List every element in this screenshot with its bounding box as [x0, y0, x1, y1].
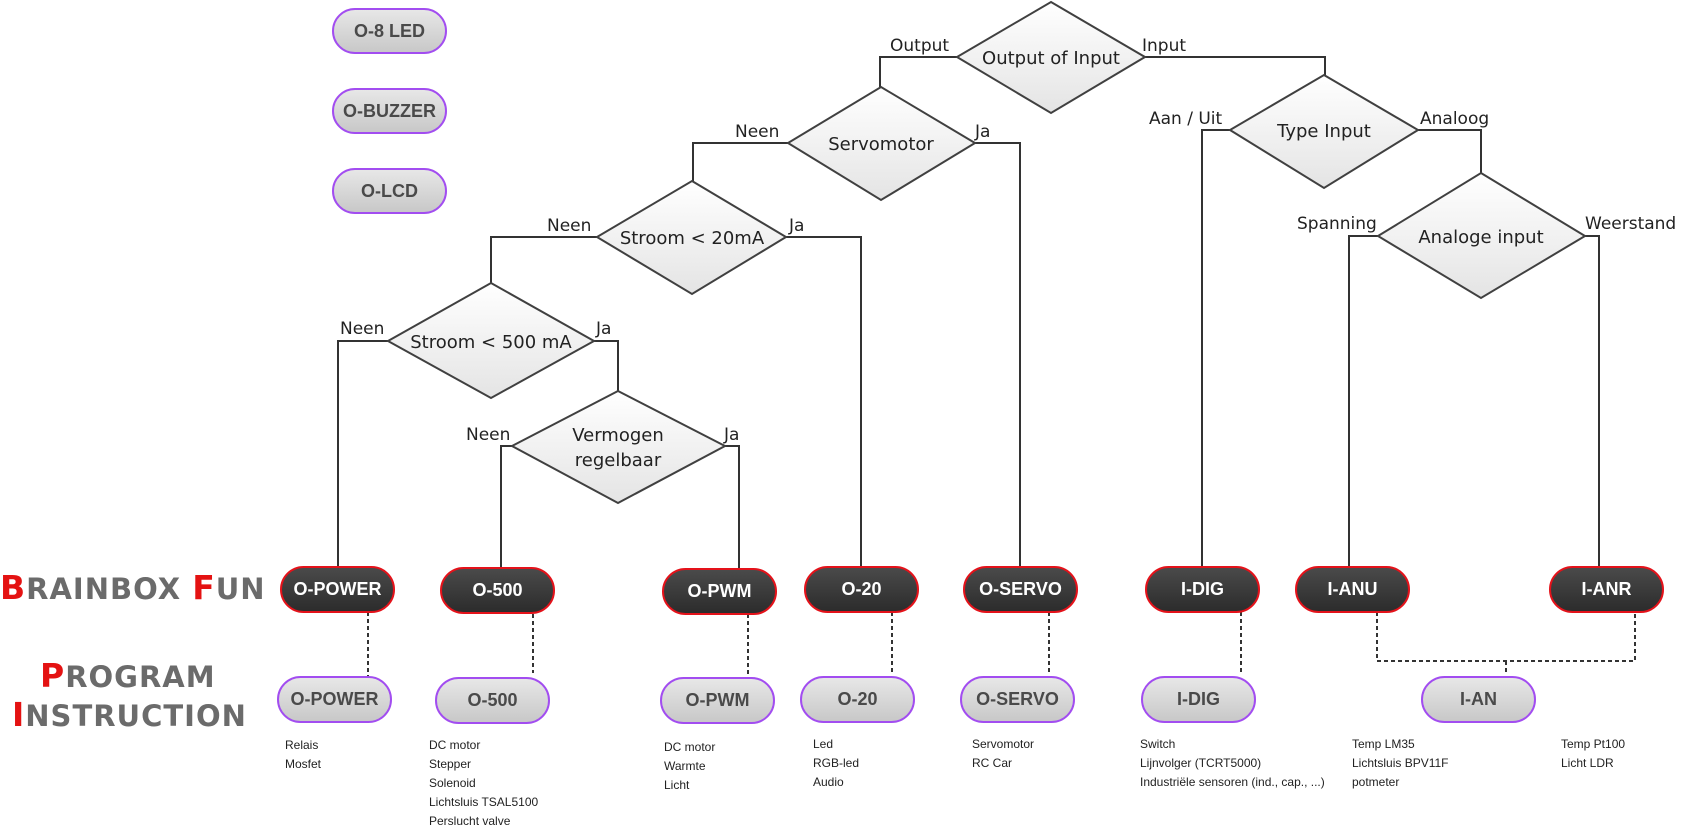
decision-stroom-500ma	[385, 281, 597, 400]
decision-stroom-20ma	[595, 179, 788, 296]
edge-label-verm-neen: Neen	[466, 425, 510, 445]
notes-o-power: Relais Mosfet	[285, 736, 321, 774]
legend-pill-o-8-led: O-8 LED	[332, 8, 447, 54]
program-block-o-pwm[interactable]: O-PWM	[660, 677, 775, 724]
decision-vermogen-regelbaar	[509, 389, 728, 505]
row-label-fun-rest: UN	[215, 572, 266, 606]
decision-analoge-input	[1376, 171, 1587, 300]
decision-type-input	[1228, 73, 1420, 190]
decision-analoge-input-label: Analoge input	[1418, 227, 1543, 248]
edge-label-s500-neen: Neen	[340, 319, 384, 339]
fun-block-i-anr[interactable]: I-ANR	[1549, 566, 1664, 613]
row-label-brainbox-fun: BRAINBOX FUN	[0, 570, 266, 607]
connector-lines	[337, 56, 1600, 583]
edge-label-verm-ja: Ja	[723, 425, 739, 445]
decision-output-or-input	[955, 0, 1147, 115]
edge-label-aan-uit: Aan / Uit	[1149, 109, 1223, 129]
row-label-instruction: INSTRUCTION	[12, 697, 247, 734]
row-label-fun-first: F	[192, 568, 216, 607]
edge-label-output: Output	[890, 36, 949, 56]
fun-block-o-power[interactable]: O-POWER	[280, 566, 395, 613]
note-line: DC motor	[664, 740, 716, 754]
row-label-instruction-first: I	[12, 695, 26, 734]
note-line: Led	[813, 737, 834, 751]
program-block-o-20[interactable]: O-20	[800, 676, 915, 723]
program-block-o-servo[interactable]: O-SERVO	[960, 676, 1075, 723]
note-line: Licht LDR	[1561, 756, 1614, 770]
row-label-brainbox-rest: RAINBOX	[26, 572, 182, 606]
note-line: Relais	[285, 738, 319, 752]
edge-label-servo-ja: Ja	[974, 122, 990, 142]
legend-pill-o-lcd: O-LCD	[332, 168, 447, 214]
fun-block-o-pwm[interactable]: O-PWM	[662, 568, 777, 615]
note-line: Audio	[813, 775, 844, 789]
row-label-instruction-rest: NSTRUCTION	[25, 699, 247, 733]
program-block-o-power[interactable]: O-POWER	[277, 676, 392, 723]
note-line: Industriële sensoren (ind., cap., ...)	[1140, 775, 1325, 789]
decision-type-input-label: Type Input	[1276, 121, 1371, 142]
notes-i-anr: Temp Pt100 Licht LDR	[1561, 735, 1625, 773]
row-label-brainbox-first: B	[0, 568, 27, 607]
decision-output-or-input-label: Output of Input	[982, 48, 1120, 69]
note-line: Warmte	[664, 759, 706, 773]
note-line: Stepper	[429, 757, 472, 771]
edge-label-weerstand: Weerstand	[1585, 214, 1676, 234]
decision-servomotor	[786, 85, 977, 202]
note-line: Lichtsluis BPV11F	[1352, 756, 1449, 770]
notes-i-anu: Temp LM35 Lichtsluis BPV11F potmeter	[1352, 735, 1449, 792]
row-label-program-rest: ROGRAM	[65, 660, 216, 694]
note-line: Perslucht valve	[429, 814, 511, 828]
note-line: Temp LM35	[1352, 737, 1415, 751]
legend-pill-o-buzzer: O-BUZZER	[332, 88, 447, 134]
edge-label-input: Input	[1142, 36, 1186, 56]
notes-o-20: Led RGB-led Audio	[813, 735, 859, 792]
note-line: RGB-led	[813, 756, 860, 770]
decision-vermogen-label-line1: Vermogen	[572, 425, 664, 446]
decision-stroom-500ma-label: Stroom < 500 mA	[410, 332, 572, 353]
decision-servomotor-label: Servomotor	[828, 134, 934, 155]
note-line: Switch	[1140, 737, 1176, 751]
fun-block-o-servo[interactable]: O-SERVO	[963, 566, 1078, 613]
row-label-program-first: P	[40, 656, 66, 695]
row-label-program: PROGRAM	[40, 658, 216, 695]
edge-label-servo-neen: Neen	[735, 122, 779, 142]
program-block-i-dig[interactable]: I-DIG	[1141, 676, 1256, 723]
note-line: Licht	[664, 778, 690, 792]
edge-label-spanning: Spanning	[1297, 214, 1377, 234]
note-line: Lichtsluis TSAL5100	[429, 795, 539, 809]
note-line: Mosfet	[285, 757, 322, 771]
notes-i-dig: Switch Lijnvolger (TCRT5000) Industriële…	[1140, 735, 1325, 792]
edge-label-s20-neen: Neen	[547, 216, 591, 236]
decision-stroom-20ma-label: Stroom < 20mA	[620, 228, 765, 249]
program-block-i-an[interactable]: I-AN	[1421, 676, 1536, 723]
edge-label-s500-ja: Ja	[595, 319, 611, 339]
notes-o-pwm: DC motor Warmte Licht	[664, 738, 715, 795]
note-line: Temp Pt100	[1561, 737, 1626, 751]
note-line: DC motor	[429, 738, 481, 752]
note-line: RC Car	[972, 756, 1013, 770]
fun-block-i-dig[interactable]: I-DIG	[1145, 566, 1260, 613]
note-line: Solenoid	[429, 776, 476, 790]
notes-o-500: DC motor Stepper Solenoid Lichtsluis TSA…	[429, 736, 538, 831]
edge-label-analoog: Analoog	[1420, 109, 1489, 129]
fun-block-o-500[interactable]: O-500	[440, 567, 555, 614]
decision-vermogen-label-line2: regelbaar	[575, 450, 662, 471]
program-block-o-500[interactable]: O-500	[435, 677, 550, 724]
note-line: Lijnvolger (TCRT5000)	[1140, 756, 1262, 770]
note-line: potmeter	[1352, 775, 1400, 789]
notes-o-servo: Servomotor RC Car	[972, 735, 1034, 773]
edge-label-s20-ja: Ja	[788, 216, 804, 236]
fun-block-o-20[interactable]: O-20	[804, 566, 919, 613]
dashed-links	[367, 612, 1636, 677]
note-line: Servomotor	[972, 737, 1035, 751]
fun-block-i-anu[interactable]: I-ANU	[1295, 566, 1410, 613]
